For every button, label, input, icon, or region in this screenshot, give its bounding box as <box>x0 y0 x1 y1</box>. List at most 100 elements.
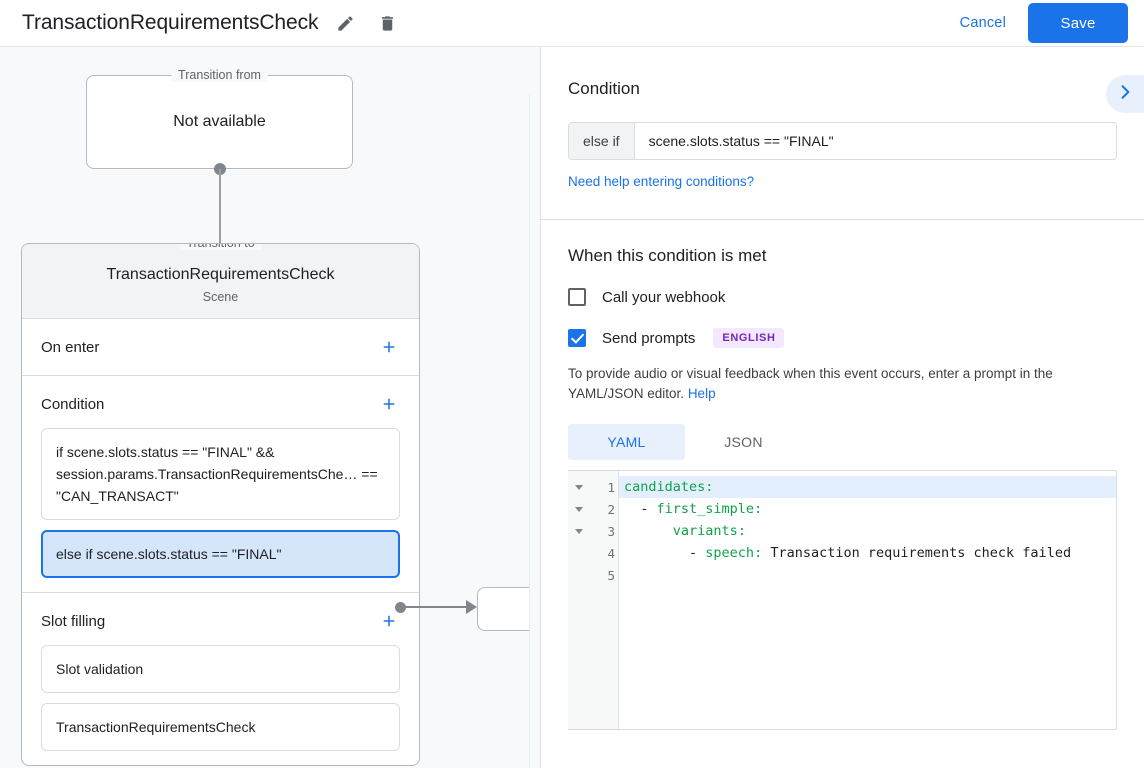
collapse-panel-button[interactable] <box>1106 75 1144 113</box>
section-on-enter: On enter <box>22 319 419 376</box>
save-button[interactable]: Save <box>1028 3 1128 43</box>
editor-format-tabs: YAML JSON <box>568 424 1117 460</box>
code-colon: : <box>754 501 763 517</box>
scene-subtitle: Scene <box>202 290 239 304</box>
edit-name-button[interactable] <box>330 8 360 38</box>
plus-icon <box>380 395 398 413</box>
condition-heading: Condition <box>568 79 640 98</box>
scene-name: TransactionRequirementsCheck <box>106 266 335 283</box>
condition-input[interactable] <box>634 123 1116 159</box>
scene-graph-panel: Transition from Not available Transition… <box>0 47 540 768</box>
gutter-row: 3 <box>568 520 618 542</box>
graph-panel-scrollbar[interactable] <box>529 94 540 768</box>
fold-toggle[interactable] <box>568 528 590 534</box>
transition-from-card[interactable]: Transition from Not available <box>86 68 353 169</box>
gutter-row: 4 <box>568 542 618 564</box>
prompt-description-text: To provide audio or visual feedback when… <box>568 366 1053 401</box>
page-title: TransactionRequirementsCheck <box>22 11 319 34</box>
code-value: Transaction requirements check failed <box>762 545 1072 561</box>
add-slot-filling-button[interactable] <box>378 610 400 632</box>
add-on-enter-button[interactable] <box>378 336 400 358</box>
add-condition-button[interactable] <box>378 393 400 415</box>
code-dash: - <box>640 501 657 517</box>
edge-arrow-icon <box>466 600 477 614</box>
transition-from-value: Not available <box>173 113 266 130</box>
code-dash: - <box>689 545 706 561</box>
code-colon: : <box>754 545 763 561</box>
condition-met-heading: When this condition is met <box>568 246 767 265</box>
section-condition: Condition if scene.slots.status == "FINA… <box>22 376 419 593</box>
condition-help-link[interactable]: Need help entering conditions? <box>568 174 755 189</box>
webhook-row: Call your webhook <box>568 288 1117 306</box>
edge-line <box>405 606 468 608</box>
condition-item[interactable]: if scene.slots.status == "FINAL" && sess… <box>41 428 400 520</box>
slot-filling-item[interactable]: Slot validation <box>41 645 400 693</box>
gutter-row: 1 <box>568 476 618 498</box>
panel-divider <box>540 47 541 768</box>
code-colon: : <box>705 479 714 495</box>
cancel-button[interactable]: Cancel <box>948 7 1018 39</box>
fold-toggle[interactable] <box>568 506 590 512</box>
condition-met-section: When this condition is met Call your web… <box>541 220 1144 730</box>
code-indent <box>624 523 673 539</box>
connector-line <box>219 169 221 253</box>
send-prompts-row: Send prompts ENGLISH <box>568 328 1117 348</box>
call-webhook-label: Call your webhook <box>602 288 726 306</box>
scene-card-header[interactable]: TransactionRequirementsCheck Scene <box>22 244 419 319</box>
code-colon: : <box>737 523 746 539</box>
send-prompts-checkbox[interactable] <box>568 329 586 347</box>
condition-field[interactable]: else if <box>568 122 1117 160</box>
edge-source-dot <box>395 602 406 613</box>
section-title-condition: Condition <box>41 395 105 413</box>
fold-toggle[interactable] <box>568 484 590 490</box>
section-slot-filling: Slot filling Slot validation Transaction… <box>22 593 419 765</box>
caret-down-icon <box>575 484 583 490</box>
plus-icon <box>380 612 398 630</box>
slot-filling-item[interactable]: TransactionRequirementsCheck <box>41 703 400 751</box>
yaml-editor[interactable]: 1 2 3 4 5 ca <box>568 470 1117 730</box>
code-indent <box>624 545 689 561</box>
code-key: speech <box>705 545 755 561</box>
pencil-icon <box>336 14 355 33</box>
send-prompts-label: Send prompts <box>602 329 696 347</box>
trash-icon <box>378 14 397 33</box>
transition-to-card: Transition to TransactionRequirementsChe… <box>21 243 420 766</box>
line-number: 4 <box>607 545 615 561</box>
details-panel: Condition else if Need help entering con… <box>541 47 1144 768</box>
code-line: - speech: Transaction requirements check… <box>619 542 1116 564</box>
code-key: first_simple <box>656 501 755 517</box>
code-line: variants: <box>619 520 1116 542</box>
caret-down-icon <box>575 506 583 512</box>
line-number: 5 <box>607 567 615 583</box>
code-line: - first_simple: <box>619 498 1116 520</box>
code-key: variants <box>672 523 738 539</box>
section-title-on-enter: On enter <box>41 338 100 356</box>
app-header: TransactionRequirementsCheck Cancel Save <box>0 0 1144 47</box>
language-badge: ENGLISH <box>713 328 785 348</box>
transition-to-legend: Transition to <box>179 244 262 250</box>
code-key: candidates <box>624 479 706 495</box>
editor-gutter: 1 2 3 4 5 <box>568 471 619 729</box>
plus-icon <box>380 338 398 356</box>
caret-down-icon <box>575 528 583 534</box>
code-indent <box>624 501 640 517</box>
line-number: 1 <box>607 479 615 495</box>
condition-prefix-label: else if <box>569 123 635 159</box>
delete-button[interactable] <box>372 8 402 38</box>
section-title-slot-filling: Slot filling <box>41 612 106 630</box>
line-number: 2 <box>607 501 615 517</box>
code-line <box>619 564 1116 586</box>
tab-json[interactable]: JSON <box>685 424 802 460</box>
code-line: candidates: <box>619 476 1116 498</box>
prompt-help-link[interactable]: Help <box>687 386 716 401</box>
call-webhook-checkbox[interactable] <box>568 288 586 306</box>
editor-code-area[interactable]: candidates: - first_simple: variants: - … <box>619 471 1116 729</box>
transition-from-legend: Transition from <box>171 68 268 82</box>
tab-yaml[interactable]: YAML <box>568 424 685 460</box>
condition-item-selected[interactable]: else if scene.slots.status == "FINAL" <box>41 530 400 578</box>
gutter-row: 5 <box>568 564 618 586</box>
gutter-row: 2 <box>568 498 618 520</box>
chevron-right-icon <box>1115 82 1135 107</box>
condition-section: Condition else if Need help entering con… <box>541 47 1144 220</box>
line-number: 3 <box>607 523 615 539</box>
